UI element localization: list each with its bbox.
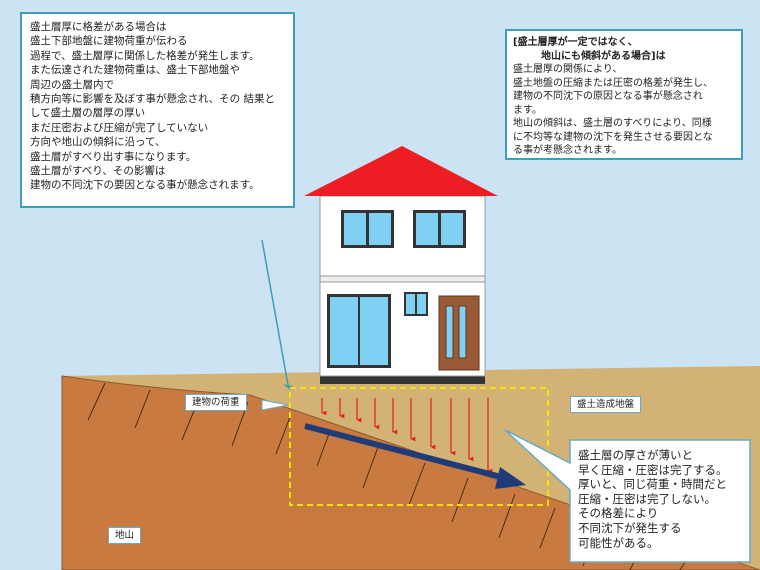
left-note-line: 盛土下部地盤に建物荷重が伝わる xyxy=(30,35,188,48)
right-note-line: 地山の傾斜は、盛土層のすべりにより、同様 xyxy=(513,118,712,129)
load-arrows xyxy=(321,398,493,474)
callout-text: 盛土層の厚さが薄いと 早く圧縮・圧密は完了する。 厚いと、同じ荷重・時間だと 圧… xyxy=(578,448,748,550)
left-note-line: 盛土層がすべり、その影響は xyxy=(30,165,166,178)
callout-line: その格差により xyxy=(578,506,659,521)
right-note-title: 地山にも傾斜がある場合]は xyxy=(541,50,666,62)
callout-line: 可能性がある。 xyxy=(578,535,659,550)
house-floor-band xyxy=(319,275,486,283)
left-note-line: 建物の不同沈下の要因となる事が懸念されます。 xyxy=(30,179,260,192)
left-note-line: 積方向等に影響を及ぼす事が懸念され、その 結果と xyxy=(30,93,275,106)
right-note-line: ます。 xyxy=(513,104,542,116)
right-note-title: [盛土層厚が一定ではなく、 xyxy=(513,37,638,48)
window-lower xyxy=(327,294,391,368)
callout-line: 厚いと、同じ荷重・時間だと xyxy=(578,477,728,492)
right-note-line: 盛土層厚の関係により、 xyxy=(513,64,623,75)
window-upper-right xyxy=(413,210,466,248)
left-note-line: また伝達された建物荷重は、盛土下部地盤や xyxy=(30,64,240,77)
left-note-line: して盛土層の層厚の厚い xyxy=(30,107,146,120)
house-base xyxy=(320,375,485,384)
roof xyxy=(304,146,498,196)
callout-line: 盛土層の厚さが薄いと xyxy=(578,448,693,462)
window-upper-left xyxy=(341,210,394,248)
left-note-line: 過程で、盛土層厚に関係した格差が発生します。 xyxy=(30,49,260,62)
building-load-label: 建物の荷重 xyxy=(185,394,247,411)
slide-arrow-shaft xyxy=(304,423,506,481)
callout-line: 不同沈下が発生する xyxy=(578,520,682,535)
callout-balloon xyxy=(504,429,751,563)
callout-line: 圧縮・圧密は完了しない。 xyxy=(578,491,716,506)
right-note: [盛土層厚が一定ではなく、 地山にも傾斜がある場合]は 盛土層厚の関係により、 … xyxy=(505,29,743,160)
fill-ground-label: 盛土造成地盤 xyxy=(570,396,642,413)
load-tag-pointer xyxy=(261,399,289,411)
left-note-line: 方向や地山の傾斜に沿って、 xyxy=(30,136,166,149)
natural-mountain-label: 地山 xyxy=(108,527,142,544)
left-note-pointer xyxy=(261,239,289,386)
window-small xyxy=(404,292,428,316)
left-note-line: 盛土層厚に格差がある場合は xyxy=(30,21,167,33)
callout-line: 早く圧縮・圧密は完了する。 xyxy=(578,462,728,477)
front-door xyxy=(438,295,480,371)
house xyxy=(304,146,498,384)
load-influence-box xyxy=(289,387,549,506)
left-note-line: 盛土層がすべり出す事になります。 xyxy=(30,150,197,163)
left-note-line: 周辺の盛土層内で xyxy=(30,78,114,91)
left-note: 盛土層厚に格差がある場合は 盛土下部地盤に建物荷重が伝わる 過程で、盛土層厚に関… xyxy=(20,12,295,208)
right-note-line: る事が考懸念されます。 xyxy=(513,145,622,156)
slide-arrow-head xyxy=(495,467,526,489)
right-note-line: 盛土地盤の圧縮または圧密の格差が発生し、 xyxy=(513,77,713,89)
right-note-line: に不均等な建物の沈下を発生させる要因とな xyxy=(513,131,713,143)
right-note-line: 建物の不同沈下の原因となる事が懸念され xyxy=(513,91,703,102)
left-note-line: まだ圧密および圧縮が完了していない xyxy=(30,121,209,134)
